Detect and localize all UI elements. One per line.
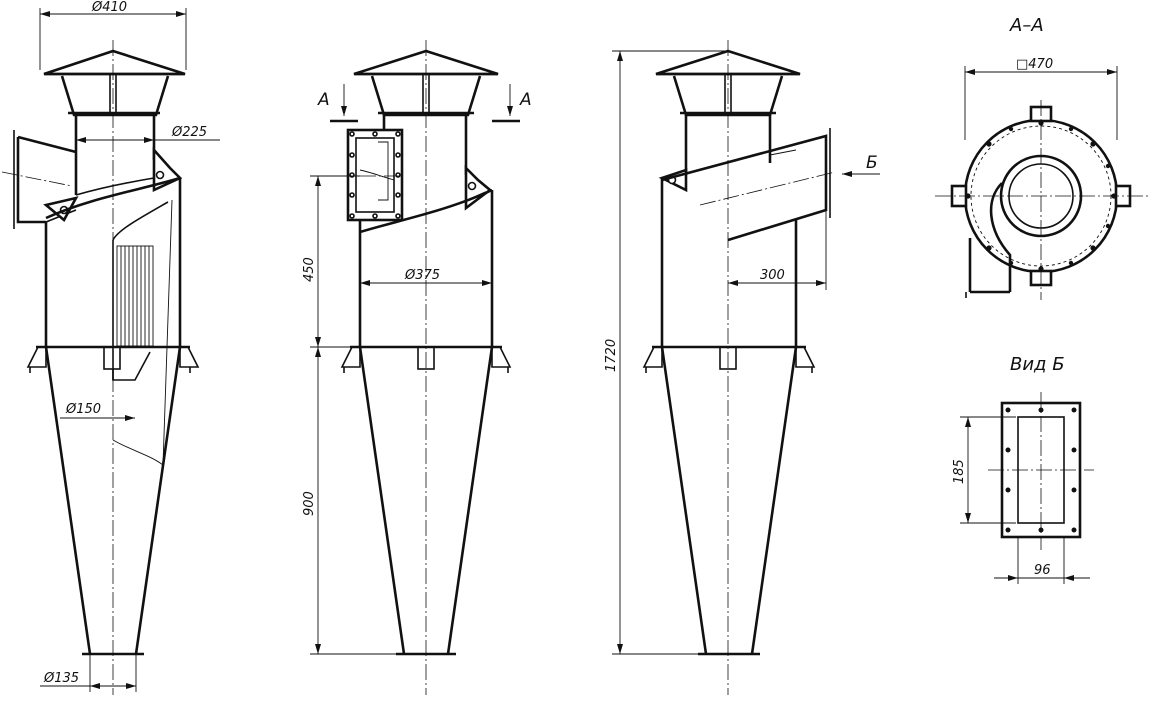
view-2-front: А А (302, 40, 532, 695)
dim-135: Ø135 (43, 671, 79, 686)
view2-inlet-flange (346, 128, 404, 222)
dim-450: 450 (302, 257, 317, 282)
dim-150: Ø150 (65, 402, 101, 417)
section-a-a: А–А □470 (935, 15, 1150, 300)
dim-96: 96 (1034, 563, 1051, 578)
view-b-title: Вид Б (1010, 354, 1065, 375)
view-b: Вид Б 185 96 (952, 354, 1094, 584)
view-1-cutaway: Ø410 Ø225 Ø150 Ø135 (1, 0, 220, 695)
view1-hood (43, 49, 186, 76)
dim-225: Ø225 (171, 125, 207, 140)
section-mark-a-left: А (317, 90, 330, 110)
view-3-side: Б 1720 300 (604, 40, 880, 695)
dim-185: 185 (952, 459, 967, 484)
dim-375: Ø375 (404, 268, 440, 283)
view3-inlet (661, 134, 828, 242)
view1-vanes (116, 245, 154, 347)
dim-1720: 1720 (604, 339, 619, 372)
view1-cone (44, 346, 92, 655)
section-mark-a-right: А (519, 90, 532, 110)
dim-470: □470 (1016, 57, 1053, 72)
view1-inlet (16, 137, 46, 224)
dim-410: Ø410 (91, 0, 127, 15)
section-aa-title: А–А (1009, 15, 1044, 36)
dim-900: 900 (302, 491, 317, 516)
view-mark-b: Б (866, 153, 878, 173)
dim-300: 300 (760, 268, 785, 283)
